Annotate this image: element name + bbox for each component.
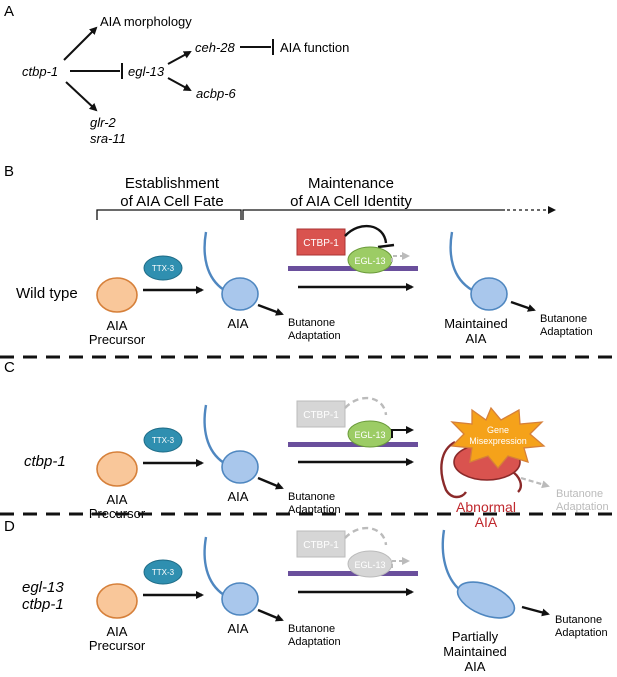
maintained-label-1: Maintained (444, 316, 508, 331)
arrow-egl13-ceh28 (167, 51, 192, 65)
wildtype-row-label: Wild type (16, 285, 78, 302)
maintenance-title-1: Maintenance (308, 175, 394, 192)
butanone-label-1: Butanone (288, 491, 335, 503)
aia-precursor-label-1: AIA (107, 492, 128, 507)
dna-bar (288, 442, 418, 447)
maintenance-bracket (242, 209, 505, 220)
ctbp1-box (296, 228, 346, 256)
ttx3-label: TTX-3 (152, 568, 175, 577)
aia-cell (221, 450, 259, 484)
partial-label-1: Partially (452, 629, 499, 644)
maintained-aia-neurite (449, 231, 473, 292)
partial-aia-neurite (441, 529, 461, 591)
egl13-row-label: egl-13 (22, 579, 64, 596)
ttx3-label: TTX-3 (152, 264, 175, 273)
partial-aia-cell (456, 581, 516, 619)
butanone-label-1: Butanone (288, 623, 335, 635)
maintained-aia-cell (470, 277, 508, 311)
aia-precursor-label-1: AIA (107, 624, 128, 639)
establishment-title-1: Establishment (125, 175, 220, 192)
butanone2-label-2: Adaptation (556, 501, 609, 513)
ctbp1-label: CTBP-1 (303, 410, 339, 421)
aia-morphology-label: AIA morphology (100, 14, 192, 29)
gene-egl13-label: egl-13 (128, 64, 165, 79)
aia-precursor-label-2: Precursor (89, 638, 146, 653)
arrow-aia-butanone (257, 303, 284, 316)
butanone2-label-1: Butanone (556, 488, 603, 500)
partial-label-3: AIA (465, 659, 486, 674)
aia-cell (221, 277, 259, 311)
aia-neurite (203, 536, 225, 596)
butanone2-label-1: Butanone (555, 614, 602, 626)
butanone2-label-2: Adaptation (540, 326, 593, 338)
arrow-aia-butanone (257, 608, 284, 622)
aia-precursor-label-2: Precursor (89, 332, 146, 347)
ttx3-factor (143, 427, 183, 453)
ctbp1-repression-bar (377, 243, 395, 249)
aia-precursor-cell (96, 277, 138, 313)
maintenance-title-2: of AIA Cell Identity (290, 193, 412, 210)
butanone-label-2: Adaptation (288, 636, 341, 648)
egl13-promoter-arrow (391, 255, 404, 262)
egl13-label: EGL-13 (354, 430, 385, 440)
gene-misexpression-label-2: Misexpression (469, 436, 527, 446)
aia-neurite (203, 231, 225, 291)
ctbp1-label: CTBP-1 (303, 540, 339, 551)
egl13-label: EGL-13 (354, 560, 385, 570)
egl13-promoter-arrow (391, 429, 408, 438)
ttx3-factor (143, 255, 183, 281)
gene-glr2-label: glr-2 (90, 115, 117, 130)
arrow-aia-butanone (257, 476, 284, 490)
aia-label: AIA (228, 489, 249, 504)
gene-acbp6-label: acbp-6 (196, 86, 237, 101)
aia-precursor-cell (96, 583, 138, 619)
gene-misexpression-star (450, 406, 546, 470)
dna-bar (288, 571, 418, 576)
aia-label: AIA (228, 316, 249, 331)
ctbp1-row-label: ctbp-1 (24, 453, 66, 470)
ctbp1-row-label: ctbp-1 (22, 596, 64, 613)
butanone2-label-1: Butanone (540, 313, 587, 325)
butanone-label-2: Adaptation (288, 330, 341, 342)
aia-precursor-label-1: AIA (107, 318, 128, 333)
panel-a-letter: A (4, 3, 14, 20)
ctbp1-repression-curve (344, 224, 388, 244)
aia-cell (221, 582, 259, 616)
panel-d-letter: D (4, 518, 15, 535)
partial-label-2: Maintained (443, 644, 507, 659)
aia-label: AIA (228, 621, 249, 636)
establishment-bracket (96, 209, 242, 220)
aia-precursor-cell (96, 451, 138, 487)
ctbp1-label: CTBP-1 (303, 238, 339, 249)
ctbp1-repression-curve-absent (344, 526, 388, 546)
abnormal-label-2: AIA (475, 514, 498, 530)
ctbp1-repression-curve-absent (344, 396, 388, 416)
butanone-label-1: Butanone (288, 317, 335, 329)
gene-ceh28-label: ceh-28 (195, 40, 236, 55)
arrow-ctbp1-morphology (63, 26, 98, 61)
maintained-label-2: AIA (466, 331, 487, 346)
abnormal-label-1: Abnormal (456, 499, 516, 515)
aia-neurite (203, 404, 225, 464)
arrow-ctbp1-glr2 (65, 81, 98, 112)
gene-sra11-label: sra-11 (90, 131, 126, 146)
ctbp1-box-absent (296, 400, 346, 428)
ttx3-label: TTX-3 (152, 436, 175, 445)
panel-c-letter: C (4, 359, 15, 376)
egl13-promoter-arrow (391, 560, 404, 568)
gene-misexpression-label-1: Gene (487, 425, 509, 435)
gene-ctbp1-label: ctbp-1 (22, 64, 58, 79)
ctbp1-box-absent (296, 530, 346, 558)
arrow-egl13-acbp6 (167, 77, 192, 91)
egl13-label: EGL-13 (354, 256, 385, 266)
panel-b-letter: B (4, 163, 14, 180)
arrow-partial-butanone (521, 605, 550, 617)
arrow-maintained-butanone (510, 300, 536, 312)
ttx3-factor (143, 559, 183, 585)
establishment-title-2: of AIA Cell Fate (120, 193, 223, 210)
aia-function-label: AIA function (280, 40, 349, 55)
butanone2-label-2: Adaptation (555, 627, 608, 639)
arrow-abnormal-butanone (520, 476, 550, 489)
